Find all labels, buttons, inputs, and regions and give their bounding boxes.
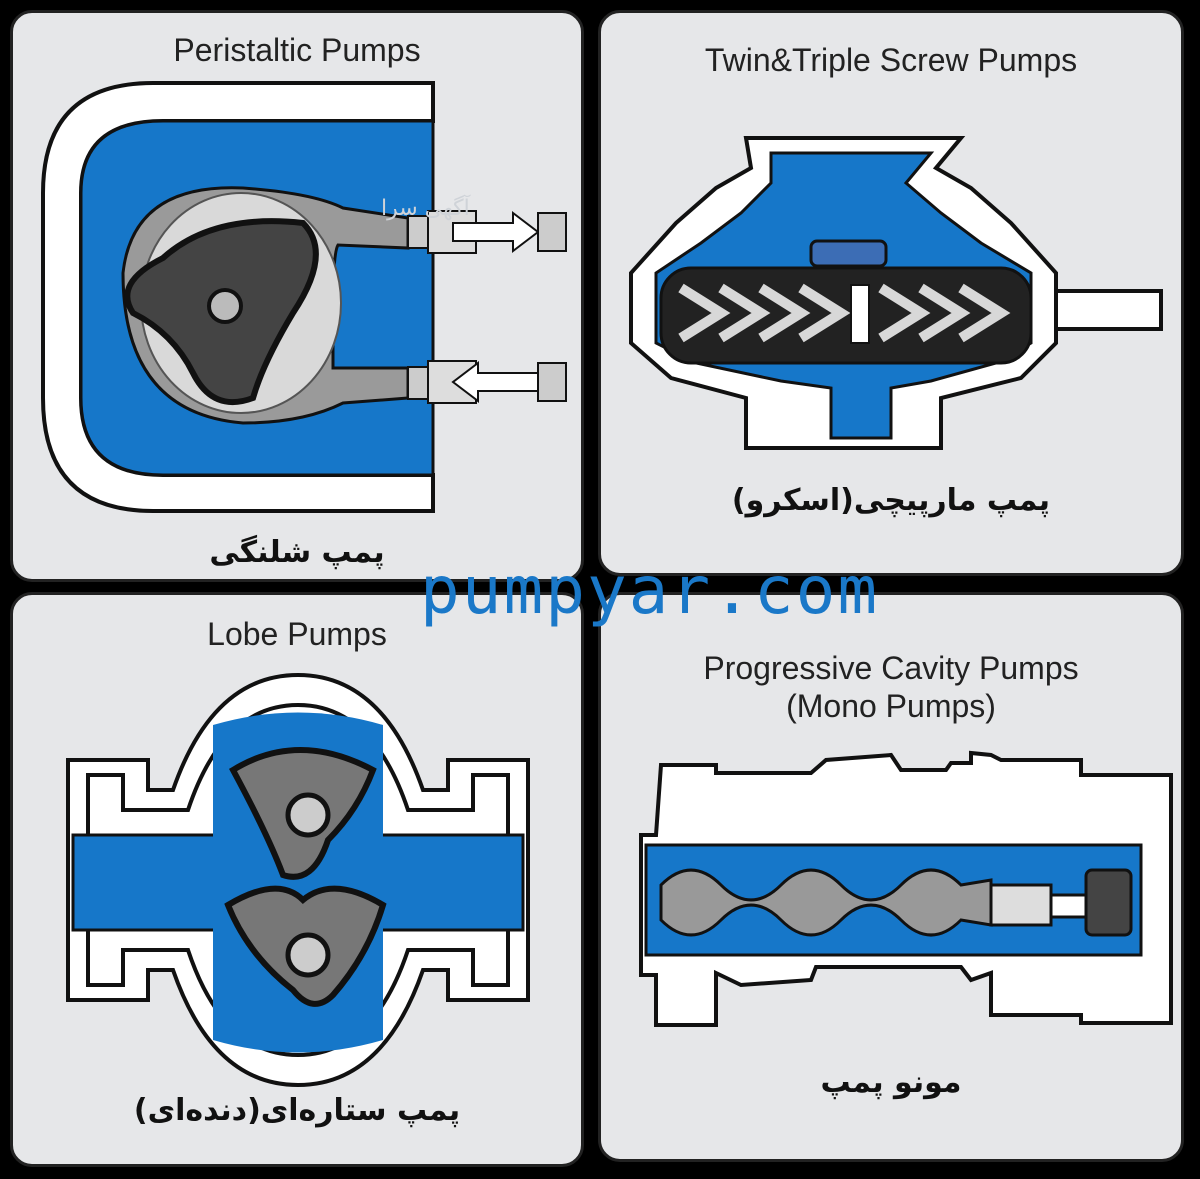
site-watermark: pumpyar.com bbox=[420, 552, 880, 629]
peristaltic-pump-diagram bbox=[41, 81, 567, 513]
peristaltic-panel: Peristaltic Pumps آگهی سرا پمپ شلنگی bbox=[10, 10, 584, 582]
lobe-panel: Lobe Pumps پمپ ستاره‌ای(دنده‌ای) bbox=[10, 592, 584, 1167]
lobe-title: Lobe Pumps bbox=[207, 616, 387, 652]
peristaltic-watermark: آگهی سرا bbox=[381, 196, 470, 221]
progressive-caption: مونو پمپ bbox=[820, 1065, 962, 1100]
peristaltic-title: Peristaltic Pumps bbox=[173, 32, 421, 68]
screw-title: Twin&Triple Screw Pumps bbox=[704, 42, 1078, 78]
screw-panel: Twin&Triple Screw Pumps پمپ مارپیچی(اسکر… bbox=[598, 10, 1184, 576]
progressive-panel: Progressive Cavity Pumps (Mono Pumps) مو… bbox=[598, 592, 1184, 1162]
peristaltic-caption: پمپ شلنگی bbox=[209, 535, 385, 570]
screw-pump-diagram bbox=[629, 136, 1163, 450]
progressive-pump-diagram bbox=[639, 750, 1173, 1027]
screw-caption: پمپ مارپیچی(اسکرو) bbox=[731, 483, 1051, 518]
progressive-title: Progressive Cavity Pumps (Mono Pumps) bbox=[703, 650, 1079, 724]
lobe-pump-diagram bbox=[66, 672, 530, 1088]
lobe-caption: پمپ ستاره‌ای(دنده‌ای) bbox=[133, 1093, 461, 1128]
